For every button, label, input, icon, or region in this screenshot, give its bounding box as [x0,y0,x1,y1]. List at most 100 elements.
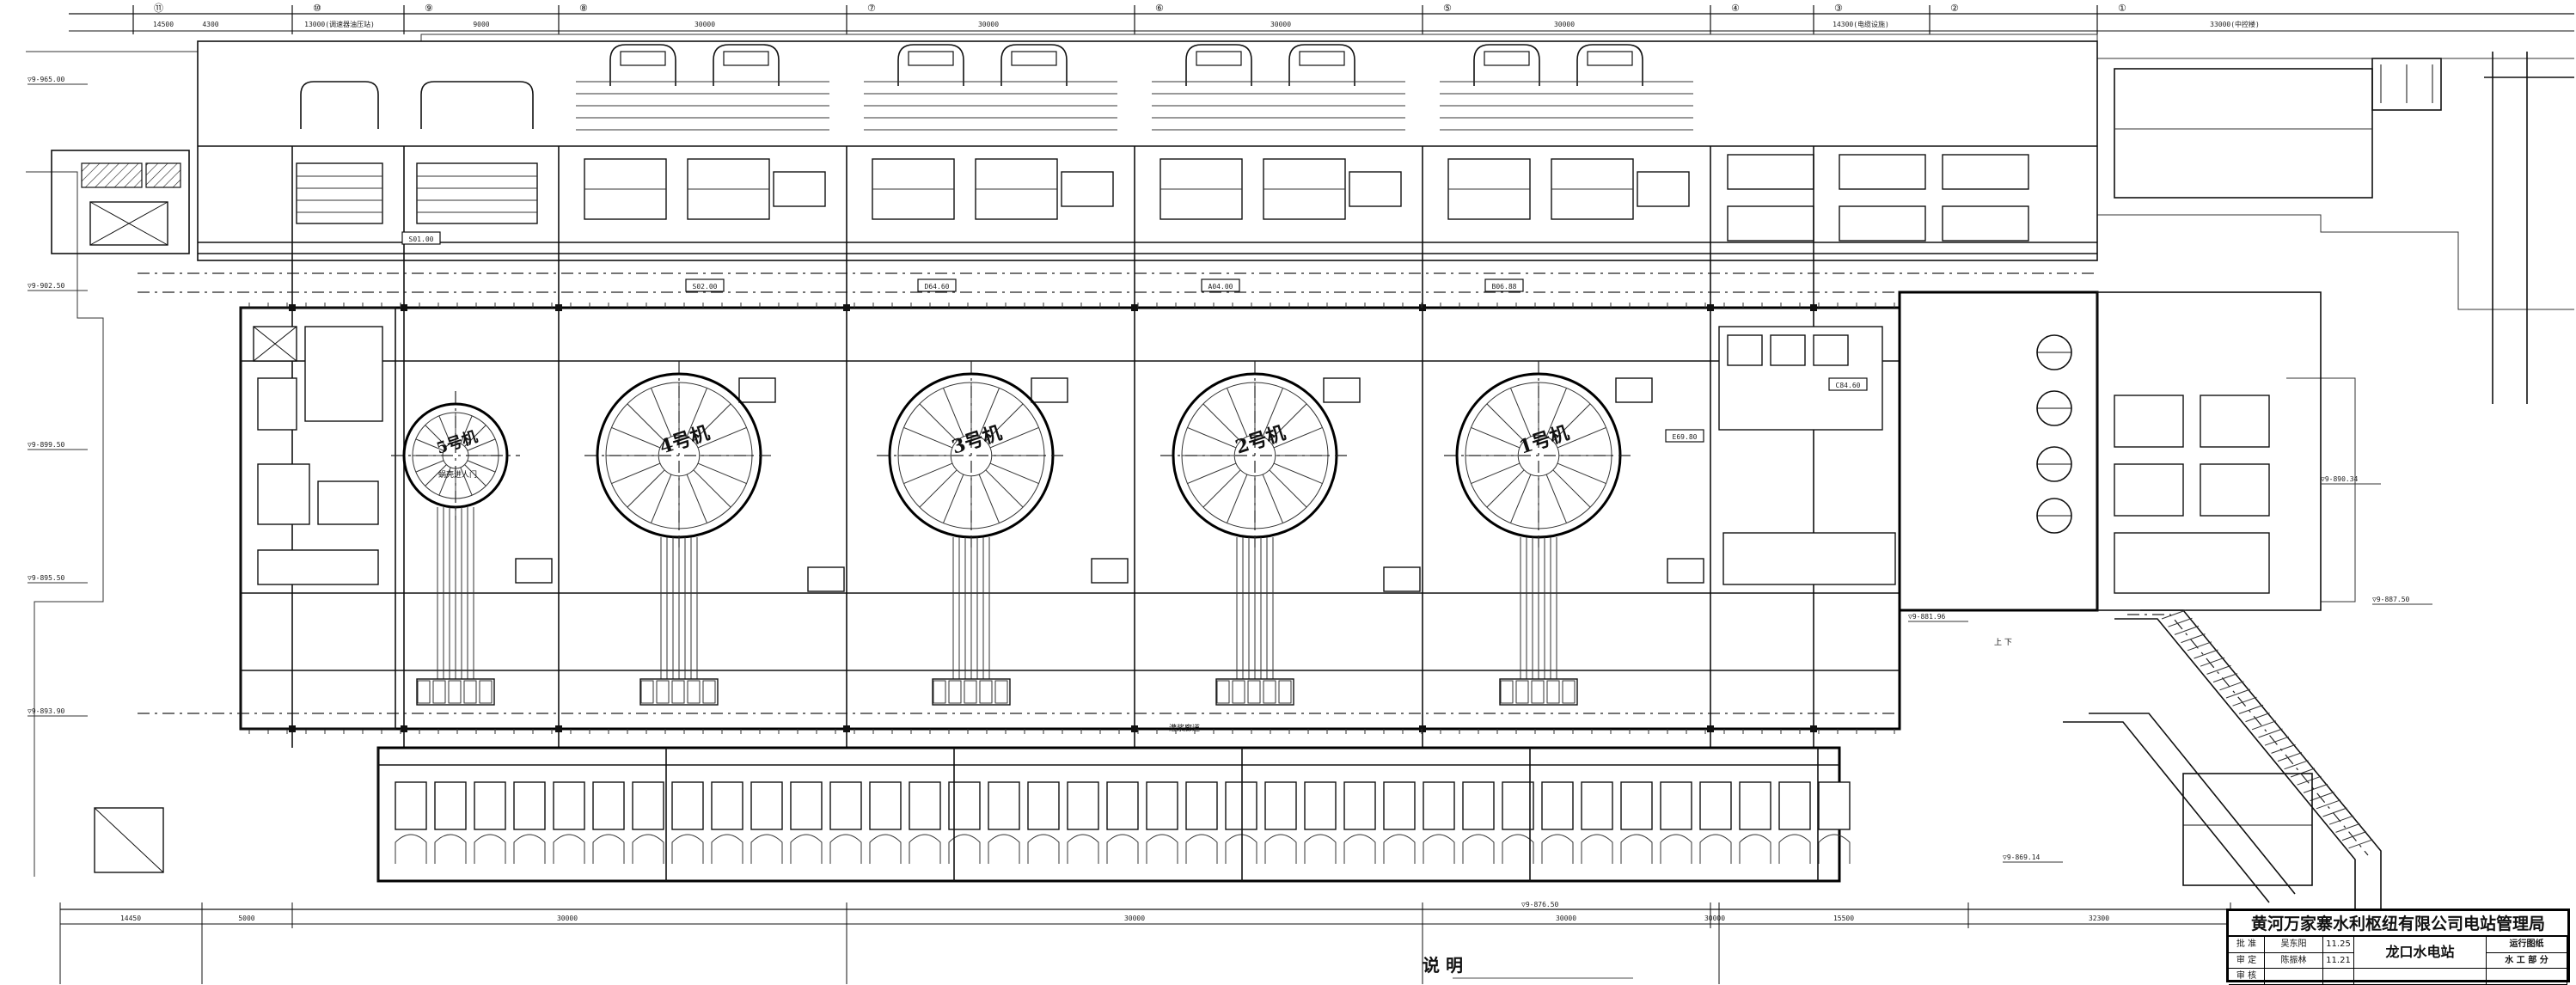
axis-mark: ④ [1731,3,1740,14]
draft-tube-chamber [988,781,1020,864]
upper-level-structure [138,40,2373,293]
draft-tube-chamber [474,781,506,864]
draft-tube-chamber [1581,781,1613,864]
draft-tube-chamber [1462,781,1495,864]
svg-text:▽9-895.50: ▽9-895.50 [28,574,65,582]
bottom-dimension-label: 30000 [1124,915,1145,922]
svg-text:▽9-893.90: ▽9-893.90 [28,707,65,715]
role-review: 审 核 [2229,969,2265,985]
spiral-case-label: 蜗壳进人门 [438,469,477,480]
date-verify: 11.21 [2323,952,2354,970]
project-name: 龙口水电站 [2354,937,2487,970]
upper-bay [576,44,829,220]
svg-text:①: ① [2118,3,2126,14]
bottom-dimension-label: 14450 [120,915,141,922]
svg-text:④: ④ [1731,3,1740,14]
room-tag: S01.00 [401,231,441,245]
top-dimension-label: 30000 [1270,21,1291,28]
svg-text:▽9-887.50: ▽9-887.50 [2372,596,2410,603]
draft-tube-chamber [1699,781,1732,864]
svg-text:⑥: ⑥ [1155,3,1164,14]
svg-text:B06.88: B06.88 [1492,283,1517,291]
top-dimension-label: 9000 [473,21,489,28]
draft-tube-chamber [395,781,427,864]
upper-bay [1152,44,1405,220]
svg-text:D64.60: D64.60 [925,283,950,291]
draft-tube-chamber [909,781,941,864]
top-dimension-label: 14300(电缆设施) [1833,20,1889,28]
upper-bay [1727,68,2373,242]
svg-text:▽9-869.14: ▽9-869.14 [2003,853,2041,861]
upper-bay [296,81,383,224]
bottom-dimension-label: 30000 [1556,915,1576,922]
top-dimension-label: 30000 [1554,21,1575,28]
draft-tube-chamber [1818,781,1851,864]
svg-text:⑨: ⑨ [425,3,433,14]
svg-text:⑪: ⑪ [154,3,163,14]
draft-tube-chamber [553,781,585,864]
axis-mark: ② [1950,3,1959,14]
elevation-marker: ▽9-902.50 [28,282,88,291]
draft-tube-chamber [434,781,467,864]
axis-mark: ⑤ [1443,3,1452,14]
bottom-dimension-label: 30000 [1704,915,1725,922]
unit-label: 4号机 [657,422,712,459]
draft-tube-chamber [632,781,664,864]
upper-bay [416,81,538,224]
drawing-title [2354,969,2487,985]
title-block: 黄河万家寨水利枢纽有限公司电站管理局 批 准 吴东阳 11.25 龙口水电站 运… [2226,909,2570,985]
elevation-marker: ▽9-899.50 [28,441,88,450]
elevation-marker: ▽9-890.34 [2321,475,2381,485]
bottom-dimension-label: 30000 [557,915,578,922]
room-tag: D64.60 [917,278,957,292]
draft-tube-chamber [750,781,783,864]
svg-text:▽9-899.50: ▽9-899.50 [28,441,65,449]
unit-label: 3号机 [949,422,1004,459]
left-entrance-block [51,150,190,873]
name-review [2265,969,2323,985]
top-dimension-label: 30000 [694,21,715,28]
draft-tube-chamber [1106,781,1139,864]
stage-1: 运行图纸 [2487,937,2567,953]
stair-label: 上 下 [1994,638,2012,647]
svg-text:E69.80: E69.80 [1673,433,1698,441]
control-building [1718,52,2574,612]
draft-tube-chamber [1304,781,1337,864]
room-tag: E69.80 [1665,429,1704,443]
draft-tube-chamber [1264,781,1297,864]
svg-text:⑦: ⑦ [867,3,876,14]
svg-text:S01.00: S01.00 [409,236,434,243]
access-tunnel [2063,609,2382,911]
draft-tube-chamber [1541,781,1574,864]
draft-tube-chamber [790,781,823,864]
elevation-markers: ▽9-965.00 ▽9-902.50 ▽9-899.50 ▽9-895.50 ▽9-8… [28,76,2432,910]
elevation-marker: ▽9-876.50 [1521,901,1582,910]
axis-mark: ③ [1834,3,1843,14]
top-dimension-label: 4300 [202,21,218,28]
top-dimension-label: 13000(调速器油压站) [304,20,375,28]
svg-text:▽9-965.00: ▽9-965.00 [28,76,65,83]
svg-text:▽9-876.50: ▽9-876.50 [1521,901,1559,909]
unit-label: 1号机 [1516,422,1571,459]
draft-tube-chamber [869,781,902,864]
svg-text:▽9-890.34: ▽9-890.34 [2321,475,2359,483]
generator-unit: 3号机 [877,361,1066,706]
room-tag: S02.00 [685,278,725,292]
draft-tube-chamber [1146,781,1178,864]
bottom-dimension-label: 5000 [238,915,254,922]
name-verify: 陈振林 [2265,952,2323,970]
svg-text:S02.00: S02.00 [693,283,718,291]
name-approve: 吴东阳 [2265,937,2323,953]
elevation-marker: ▽9-881.96 [1908,613,1968,622]
svg-text:⑧: ⑧ [579,3,588,14]
lower-level [376,746,1851,883]
axis-mark: ⑦ [867,3,876,14]
top-dimension-label: 30000 [978,21,999,28]
axis-mark: ① [2118,3,2126,14]
upper-bay [864,44,1117,220]
svg-text:▽9-902.50: ▽9-902.50 [28,282,65,290]
